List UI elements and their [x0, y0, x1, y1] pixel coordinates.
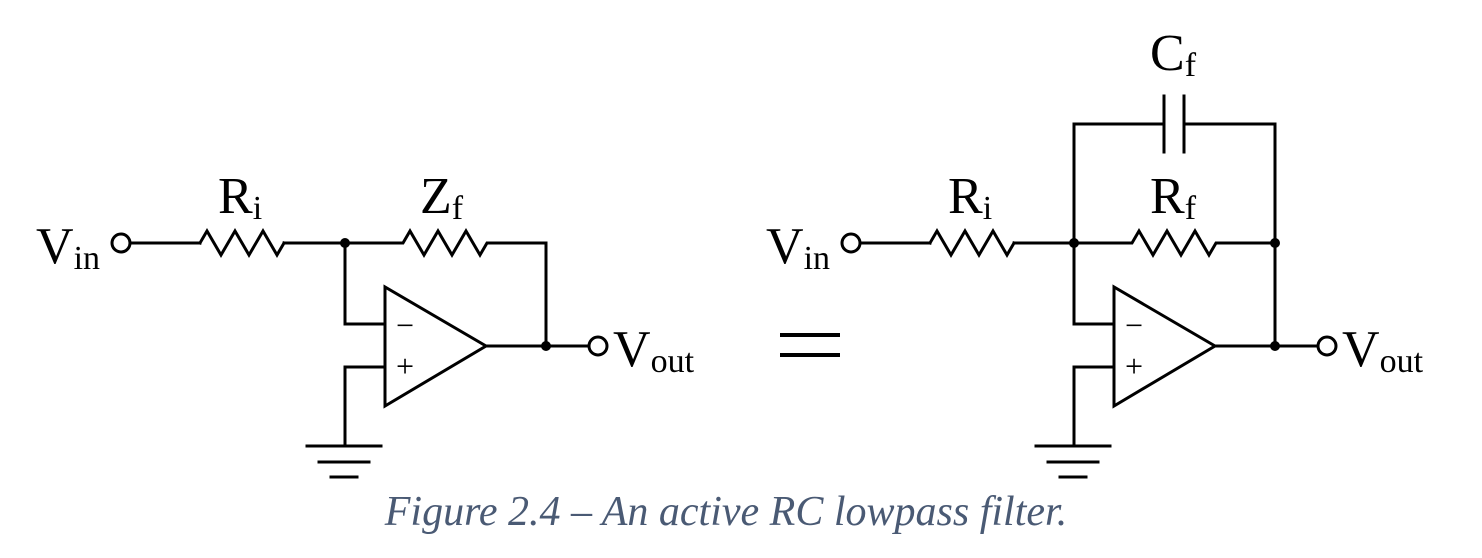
right-inverting-wire	[1072, 241, 1116, 326]
left-noninverting-wire	[343, 365, 387, 448]
right-output-terminal	[1316, 335, 1338, 357]
right-vout-label: Vout	[1342, 321, 1424, 380]
right-resistor-rf	[1072, 228, 1277, 258]
right-resistor-ri	[927, 228, 1017, 258]
left-plus-sign: +	[396, 348, 414, 384]
right-plus-sign: +	[1125, 348, 1143, 384]
left-junction-node-1	[340, 238, 350, 248]
right-ground-symbol	[1034, 444, 1112, 479]
right-ri-label: Ri	[948, 168, 992, 227]
left-circuit: − + Vin Ri Zf Vout	[36, 168, 695, 479]
left-output-terminal	[587, 335, 609, 357]
right-rf-label: Rf	[1150, 168, 1197, 227]
left-resistor-ri	[197, 228, 287, 258]
left-vin-label: Vin	[36, 218, 100, 277]
right-circuit: − + Vin Ri Cf Rf Vout	[766, 25, 1424, 479]
right-junction-node-1	[1069, 238, 1079, 248]
right-opamp	[1112, 284, 1218, 409]
left-vout-label: Vout	[613, 321, 695, 380]
left-minus-sign: −	[396, 307, 414, 343]
right-vin-label: Vin	[766, 218, 830, 277]
right-minus-sign: −	[1125, 307, 1143, 343]
right-junction-node-2	[1270, 238, 1280, 248]
right-cf-label: Cf	[1150, 25, 1197, 84]
left-input-terminal	[110, 232, 132, 254]
left-inverting-wire	[343, 241, 387, 326]
right-junction-node-3	[1270, 341, 1280, 351]
right-capacitor-cf-wires	[1072, 122, 1277, 348]
left-resistor-zf	[343, 228, 548, 348]
left-junction-node-2	[541, 341, 551, 351]
left-zf-label: Zf	[420, 168, 464, 227]
equals-sign	[780, 333, 840, 357]
figure-caption: Figure 2.4 – An active RC lowpass filter…	[384, 489, 1067, 535]
left-opamp	[383, 284, 489, 409]
left-ri-label: Ri	[218, 168, 262, 227]
left-ground-symbol	[305, 444, 383, 479]
right-input-terminal	[840, 232, 862, 254]
right-noninverting-wire	[1072, 365, 1116, 448]
